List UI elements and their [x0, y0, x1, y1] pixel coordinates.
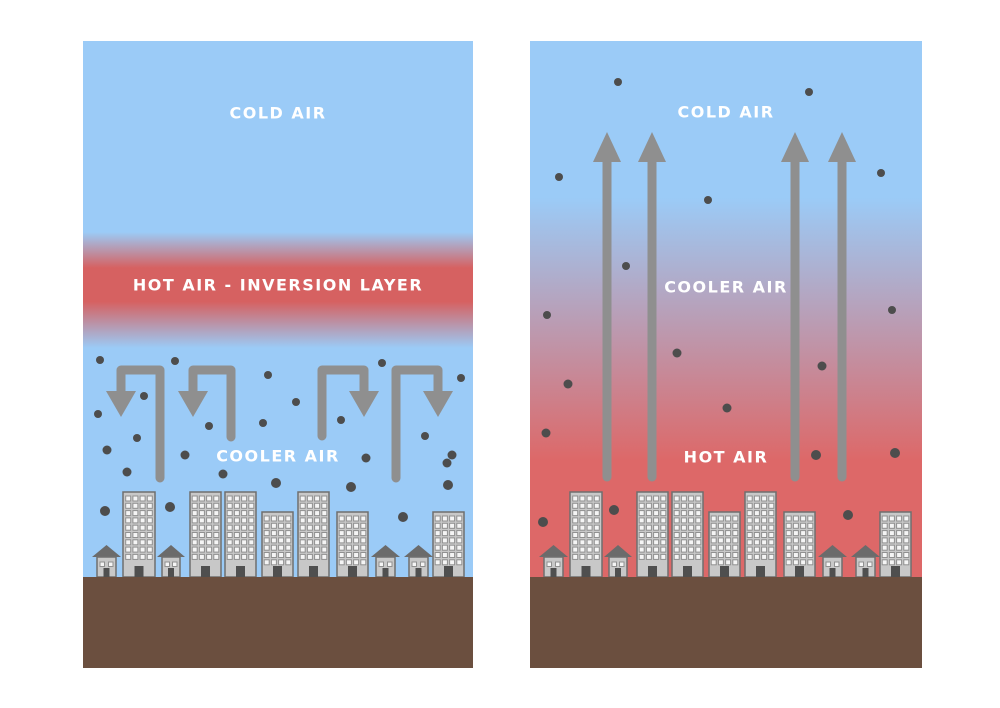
left-cold-air-label: COLD AIR	[229, 103, 327, 123]
right-cooler-air-label: COOLER AIR	[664, 277, 788, 297]
panel-inversion-layer: COLD AIR HOT AIR - INVERSION LAYER COOLE…	[83, 41, 473, 668]
right-cold-air-label: COLD AIR	[677, 102, 775, 122]
right-panel-graphics	[530, 78, 922, 668]
left-cooler-air-label: COOLER AIR	[216, 446, 340, 466]
inversion-layer-label: HOT AIR - INVERSION LAYER	[132, 275, 424, 295]
right-hot-air-label: HOT AIR	[683, 447, 769, 467]
panel-normal-convection: COLD AIR COOLER AIR HOT AIR	[530, 41, 922, 668]
inversion-layer-band	[83, 232, 473, 348]
left-panel-graphics	[83, 356, 473, 668]
